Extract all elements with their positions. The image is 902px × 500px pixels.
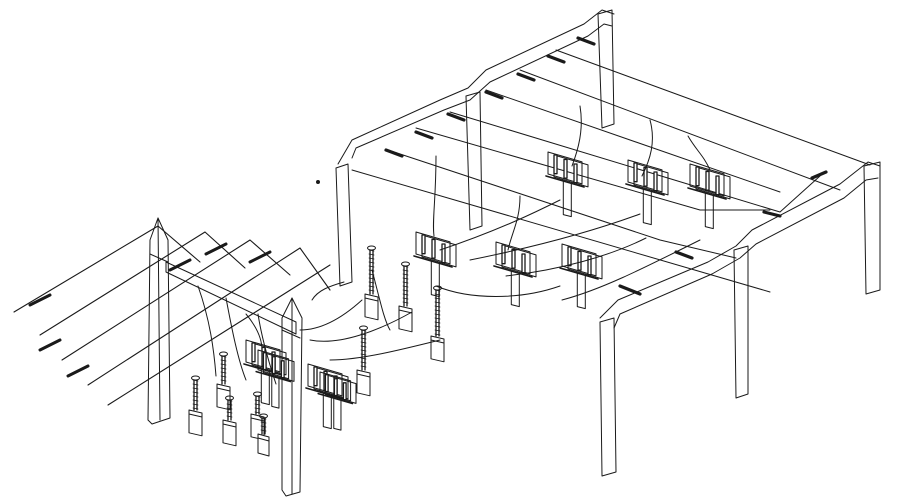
equipment-supports (243, 151, 731, 431)
drop-conductor (505, 237, 647, 277)
busbar-gantry (335, 9, 881, 477)
bus-span (387, 149, 737, 259)
drop-conductor (641, 119, 653, 177)
disconnector-table (255, 349, 295, 409)
drop-conductor (257, 313, 277, 385)
instrument-transformer (216, 351, 231, 411)
drop-conductor (225, 297, 247, 381)
instrument-transformer (364, 245, 379, 321)
insulator-string (546, 54, 566, 64)
insulator-string (38, 338, 62, 352)
drop-conductor (432, 155, 437, 237)
disconnector-table (625, 159, 669, 226)
insulator-string (516, 72, 536, 82)
bus-span (449, 111, 821, 213)
drop-conductor (439, 199, 561, 251)
bus-span (415, 127, 771, 211)
gantry-beam (337, 9, 615, 165)
incoming-line-conductors (13, 225, 331, 406)
disconnector-table (687, 163, 731, 230)
drop-conductor (371, 269, 391, 331)
insulator-string (484, 90, 504, 100)
insulator-string (576, 36, 596, 46)
insulator-string (384, 148, 404, 158)
drop-conductor (311, 281, 345, 301)
drop-conductor (197, 285, 217, 377)
instrument-transformer (222, 395, 237, 447)
gantry-column (733, 245, 749, 399)
drop-conductor (435, 285, 561, 297)
instrument-transformer (257, 413, 270, 457)
instrument-transformer (430, 285, 445, 363)
disconnector-table (317, 371, 357, 431)
drop-conductor (245, 313, 263, 351)
gantry-column (597, 9, 615, 129)
insulator-string (248, 250, 272, 264)
insulator-string (446, 112, 466, 122)
insulator-string (66, 364, 90, 378)
line-conductor (39, 231, 246, 336)
insulator-string (618, 284, 642, 296)
drop-conductor (299, 299, 363, 331)
marker-dot (316, 180, 320, 184)
bus-span (485, 89, 781, 193)
insulator-string (674, 250, 694, 260)
disconnector-table (559, 243, 603, 310)
drop-conductor (309, 311, 413, 342)
line-conductor (87, 247, 331, 386)
drop-conductor (687, 135, 711, 171)
drop-conductor (561, 239, 701, 301)
insulator-string (204, 242, 228, 256)
instrument-transformer (188, 375, 203, 437)
drop-conductor (329, 339, 441, 361)
disconnector-table (493, 241, 537, 308)
gantry-column (335, 163, 353, 287)
instrument-transformers (188, 245, 445, 457)
disconnector-table (545, 151, 589, 218)
drop-conductor (507, 195, 521, 251)
line-conductor (107, 264, 331, 406)
bus-conductors (197, 105, 711, 385)
insulator-string (810, 170, 828, 180)
insulator-string (414, 130, 434, 140)
insulator-string (762, 210, 782, 218)
insulator-string (28, 293, 52, 307)
gantry-column (465, 91, 483, 231)
insulator-string (168, 258, 192, 272)
bus-span (519, 69, 841, 191)
bus-span (555, 49, 871, 166)
gantry-beam (599, 161, 881, 329)
gantry-beam (165, 261, 297, 335)
gantry-column (863, 161, 881, 295)
drop-conductor (469, 213, 641, 261)
drop-conductor (571, 105, 582, 167)
instrument-transformer (356, 325, 371, 397)
disconnector-table (413, 231, 457, 298)
terminal-gantry (147, 217, 303, 497)
gantry-column (599, 317, 617, 477)
instrument-transformer (398, 261, 413, 333)
bus-span (351, 169, 771, 293)
